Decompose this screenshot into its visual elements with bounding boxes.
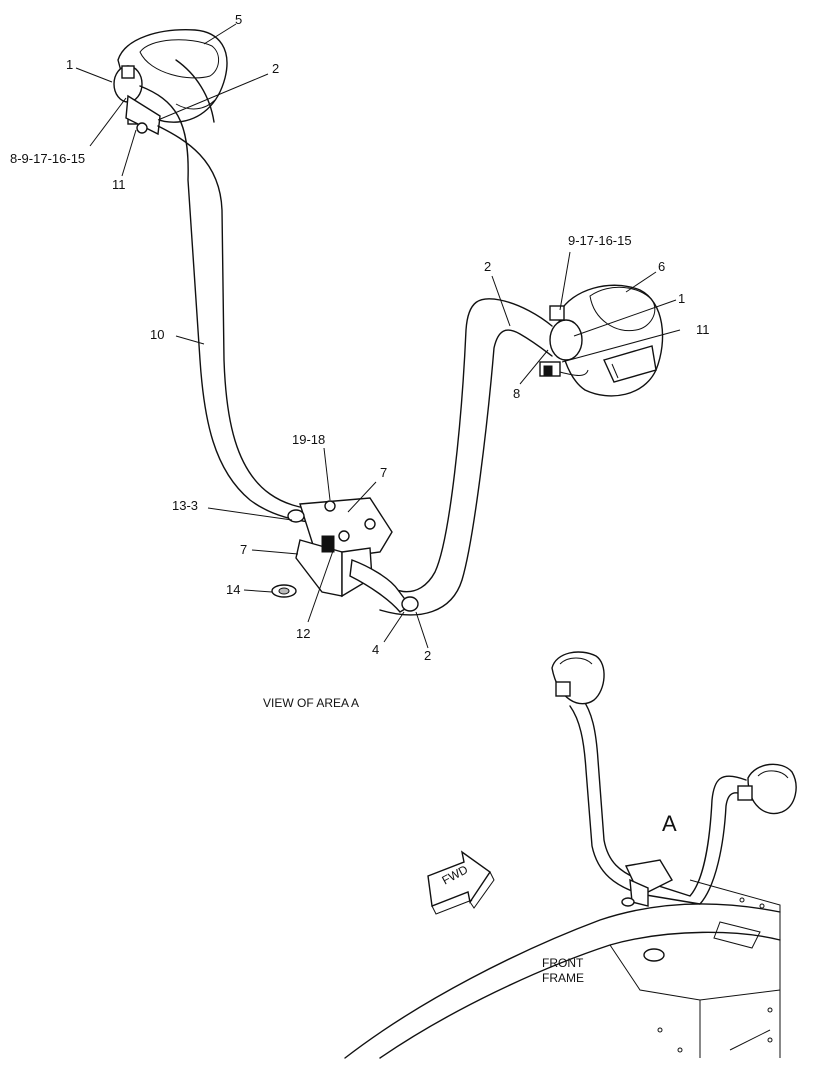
label-part-2-mid: 2 (484, 259, 492, 274)
label-part-7-left: 7 (240, 542, 248, 557)
clamp-right (539, 305, 589, 377)
front-frame-label-line1: FRONT (542, 956, 584, 970)
bracket-7 (287, 497, 393, 598)
label-part-2-top: 2 (272, 61, 280, 76)
label-part-8-top: 8-9-17-16-15 (10, 151, 86, 166)
label-part-12: 12 (296, 626, 311, 641)
label-part-10: 10 (150, 327, 165, 342)
lamp-6 (558, 284, 664, 397)
label-part-5: 5 (235, 12, 243, 27)
front-frame-label-line2: FRAME (542, 971, 584, 985)
label-part-11-top: 11 (112, 177, 126, 192)
view-caption: VIEW OF AREA A (263, 696, 360, 710)
label-part-13: 13-3 (172, 498, 199, 513)
label-part-2-bottom: 2 (424, 648, 432, 663)
washer-14 (271, 584, 297, 598)
label-part-7-top: 7 (380, 465, 388, 480)
label-part-19: 19-18 (292, 432, 326, 447)
label-part-1-right: 1 (678, 291, 686, 306)
tube-10 (139, 59, 319, 523)
label-part-6: 6 (658, 259, 666, 274)
overview-machine (344, 651, 797, 1059)
label-part-14: 14 (226, 582, 241, 597)
area-a-marker: A (662, 811, 677, 836)
label-part-11-right: 11 (696, 322, 710, 337)
label-part-8-right: 8 (513, 386, 521, 401)
fwd-arrow (427, 850, 495, 915)
clamp-bottom (349, 559, 419, 613)
leader-lines (75, 23, 681, 649)
label-part-1-top: 1 (66, 57, 74, 72)
label-part-4: 4 (372, 642, 380, 657)
tube-right (359, 298, 553, 616)
clamp-top (113, 65, 161, 136)
label-part-9-right: 9-17-16-15 (568, 233, 632, 248)
